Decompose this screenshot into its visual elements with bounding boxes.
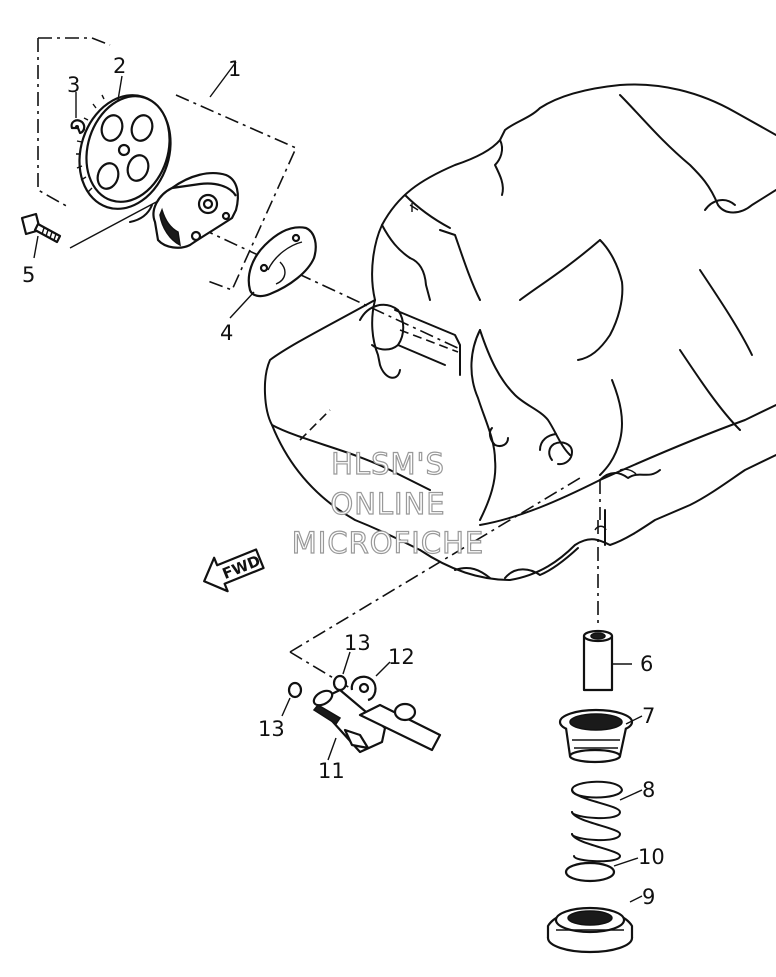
- callout-10: 10: [638, 845, 665, 869]
- oil-pump-body: [152, 171, 239, 249]
- crankcase-outline: [263, 83, 776, 581]
- assembly-bracket: [37, 37, 298, 292]
- pipe: [582, 629, 614, 692]
- callout-8: 8: [642, 778, 655, 802]
- callout-13-upper: 13: [344, 631, 371, 655]
- pump-gasket: [247, 226, 317, 298]
- callout-4: 4: [220, 321, 233, 345]
- callout-9: 9: [642, 885, 655, 909]
- oil-strainer: [558, 708, 634, 764]
- watermark-line-2: ONLINE: [330, 487, 445, 521]
- oil-pump-gear: [76, 94, 172, 223]
- callout-7: 7: [642, 704, 655, 728]
- callout-11: 11: [318, 759, 345, 783]
- forward-direction-arrow: FWD: [203, 548, 265, 593]
- watermark: HLSM'S ONLINE MICROFICHE: [291, 446, 484, 560]
- callout-labels: 1 2 3 4 5 6 7 8 9 10 11 12 13 13: [22, 54, 665, 909]
- callout-5: 5: [22, 263, 35, 287]
- drain-plug: [546, 906, 634, 954]
- spring: [571, 780, 623, 863]
- leader-lines: [33, 75, 643, 903]
- callout-6: 6: [640, 652, 653, 676]
- watermark-line-3: MICROFICHE: [292, 526, 484, 560]
- callout-1: 1: [228, 57, 241, 81]
- callout-2: 2: [113, 54, 126, 78]
- callout-13-lower: 13: [258, 717, 285, 741]
- bolt: [20, 212, 62, 244]
- circlip: [70, 119, 86, 135]
- callout-12: 12: [388, 645, 415, 669]
- o-ring: [564, 861, 616, 883]
- fitting-o-rings: [287, 674, 348, 699]
- oil-fitting: [312, 688, 442, 754]
- watermark-line-1: HLSM'S: [331, 447, 445, 481]
- fitting-clip: [350, 675, 377, 702]
- callout-3: 3: [67, 73, 80, 97]
